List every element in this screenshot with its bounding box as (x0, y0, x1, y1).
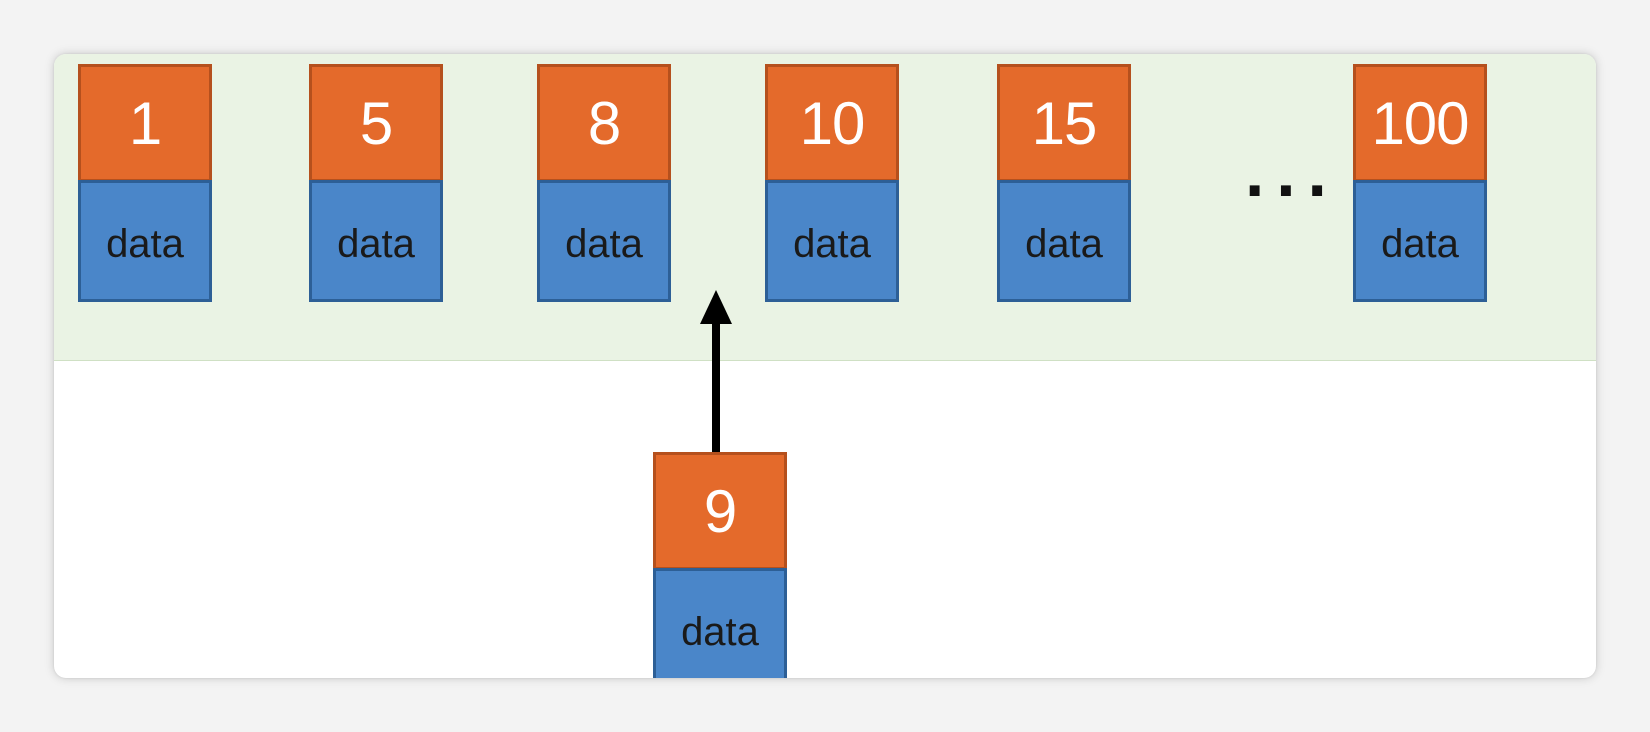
list-node: 15 data (997, 64, 1131, 302)
node-key: 10 (765, 64, 899, 182)
node-data: data (997, 180, 1131, 302)
node-data: data (78, 180, 212, 302)
ellipsis-text: ··· (1244, 159, 1338, 224)
node-data: data (309, 180, 443, 302)
node-data: data (765, 180, 899, 302)
list-node: 5 data (309, 64, 443, 302)
diagram-card: 1 data 5 data 8 data 10 data 15 data ···… (54, 54, 1596, 678)
arrow-up-icon (700, 290, 732, 452)
node-data: data (1353, 180, 1487, 302)
new-node-data: data (653, 568, 787, 678)
new-node-key: 9 (653, 452, 787, 570)
list-node: 10 data (765, 64, 899, 302)
node-key: 15 (997, 64, 1131, 182)
list-node: 1 data (78, 64, 212, 302)
insert-arrow (700, 290, 732, 452)
node-data: data (537, 180, 671, 302)
list-node: 8 data (537, 64, 671, 302)
node-key: 1 (78, 64, 212, 182)
new-node: 9 data (653, 452, 787, 678)
list-node: 100 data (1353, 64, 1487, 302)
